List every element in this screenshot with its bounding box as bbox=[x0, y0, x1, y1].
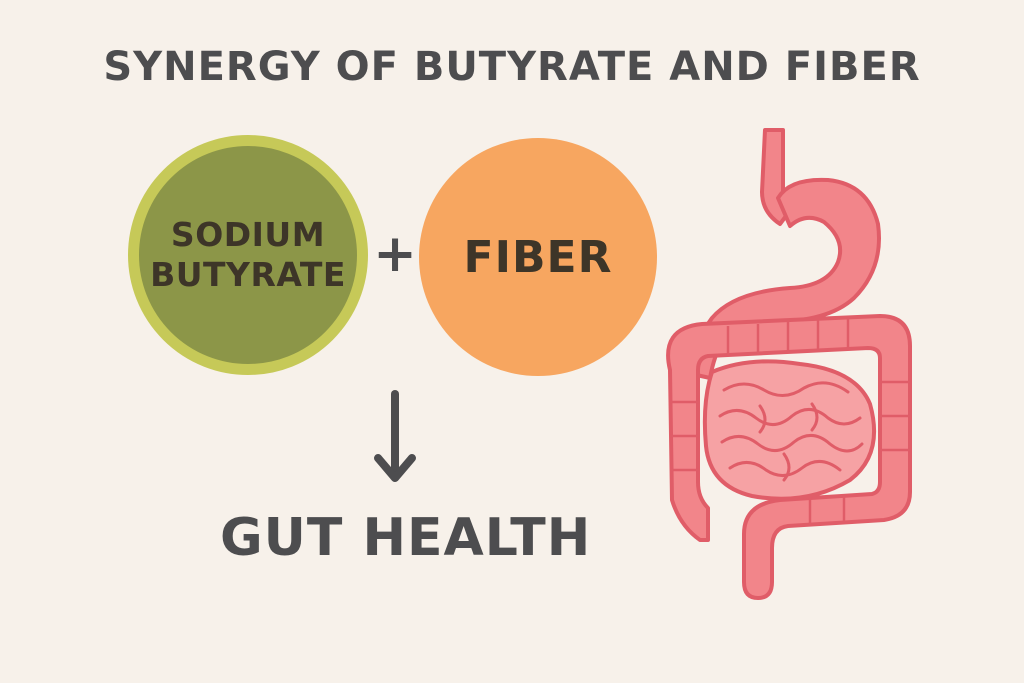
fiber-circle: FIBER bbox=[419, 138, 657, 376]
intestine-coils bbox=[718, 381, 864, 482]
digestive-system-icon bbox=[666, 128, 912, 600]
sodium-butyrate-circle: SODIUM BUTYRATE bbox=[128, 135, 368, 375]
small-intestine-shape bbox=[702, 359, 877, 501]
sodium-butyrate-label-line-2: BUTYRATE bbox=[150, 255, 346, 294]
page-title: SYNERGY OF BUTYRATE AND FIBER bbox=[103, 44, 921, 90]
result-label: GUT HEALTH bbox=[220, 508, 592, 568]
plus-sign: + bbox=[373, 224, 417, 284]
fiber-label: FIBER bbox=[463, 231, 613, 283]
colon-segments bbox=[670, 318, 910, 524]
sodium-butyrate-label-line-1: SODIUM bbox=[170, 215, 326, 254]
down-arrow-icon bbox=[374, 390, 416, 482]
colon-shape bbox=[666, 314, 912, 600]
